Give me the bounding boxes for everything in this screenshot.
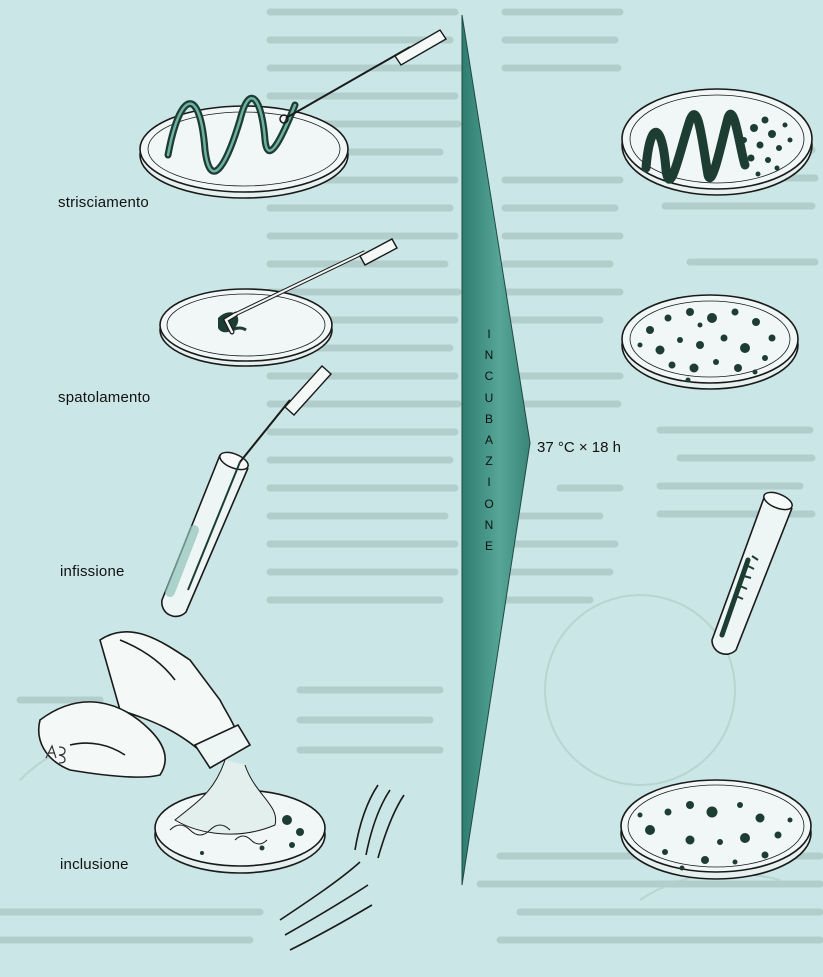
spread-plate-after <box>622 295 798 389</box>
stab-tube-before <box>162 449 251 617</box>
incubation-letter: E <box>485 536 493 557</box>
streaking-plate-before <box>140 98 348 198</box>
incubation-letter: I <box>487 472 490 493</box>
incubation-letter: N <box>485 345 494 366</box>
incubation-vertical-label: I N C U B A Z I O N E <box>481 324 497 557</box>
label-spreading: spatolamento <box>58 389 150 406</box>
incubation-letter: A <box>485 430 493 451</box>
incubation-condition: 37 °C × 18 h <box>537 439 621 456</box>
hands-pouring-tube <box>39 632 250 777</box>
incubation-letter: O <box>484 494 493 515</box>
incubation-letter: B <box>485 409 493 430</box>
incubation-letter: U <box>485 388 494 409</box>
inoculating-needle <box>240 366 408 462</box>
incubation-letter: Z <box>485 451 492 472</box>
label-stab: infissione <box>60 563 125 580</box>
stab-tube-after <box>712 489 795 654</box>
label-pour-plate: inclusione <box>60 856 129 873</box>
pour-plate-before <box>155 760 325 873</box>
streak-plate-after <box>622 89 812 195</box>
spreading-plate-before <box>160 289 332 366</box>
incubation-letter: N <box>485 515 494 536</box>
inoculating-loop <box>280 30 446 123</box>
incubation-letter: I <box>487 324 490 345</box>
incubation-letter: C <box>485 366 494 387</box>
label-streaking: strisciamento <box>58 194 149 211</box>
